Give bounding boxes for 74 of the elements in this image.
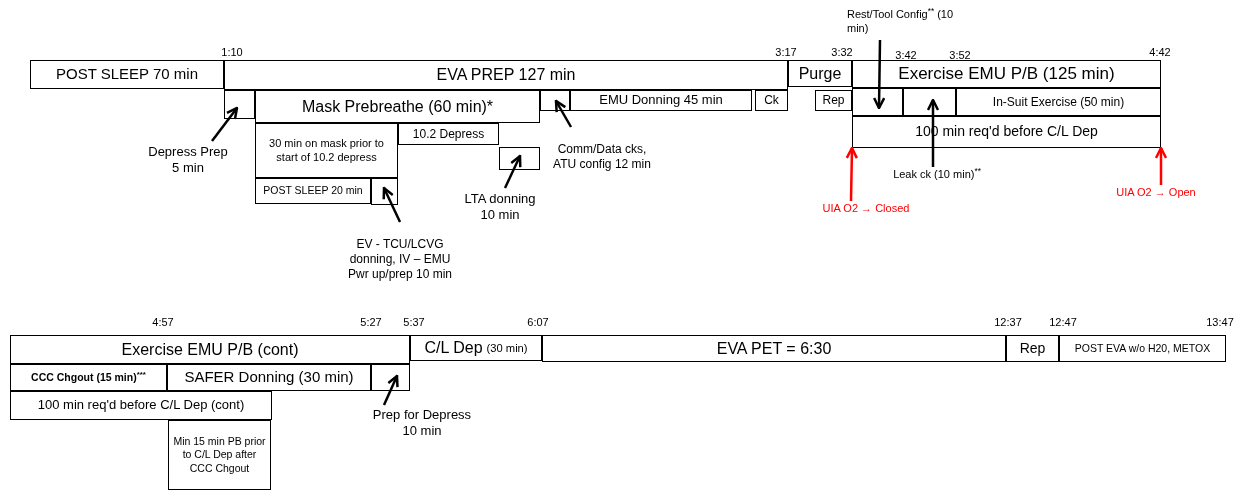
leader-arrow [845, 146, 859, 202]
timeline-bar [852, 60, 1161, 88]
bar-label: 100 min req'd before C/L Dep (cont) [37, 397, 245, 414]
annotation-label: EV - TCU/LCVG donning, IV – EMU Pwr up/prep 10 min [346, 236, 454, 282]
leader-arrow [382, 374, 399, 406]
leader-arrow [503, 154, 522, 189]
time-label: 1:10 [221, 47, 243, 58]
valve-label: UIA O2 → Closed [822, 202, 910, 216]
bar-label: Mask Prebreathe (60 min)* [301, 96, 494, 117]
annotation-label: LTA donning 10 min [463, 190, 537, 224]
timeline-bar [755, 90, 788, 111]
timeline-bar [398, 123, 499, 145]
time-label: 12:37 [994, 317, 1022, 328]
bar-label: 10.2 Depress [412, 126, 485, 142]
timeline-bar [788, 60, 852, 87]
time-label: 5:37 [403, 317, 425, 328]
bar-label: POST SLEEP 70 min [56, 65, 198, 84]
time-label: 3:52 [949, 50, 971, 61]
bar-label: POST EVA w/o H20, METOX [1074, 341, 1211, 356]
bar-label: In-Suit Exercise (50 min) [992, 94, 1125, 110]
timeline-bar [542, 335, 1006, 362]
bar-label: CCC Chgout (15 min)$^{***}$ [31, 370, 146, 385]
timeline-bar [10, 335, 410, 364]
leader-arrow [211, 106, 239, 142]
timeline-bar [410, 335, 542, 361]
bar-label: Rep [822, 93, 845, 108]
leader-arrow [872, 40, 886, 110]
time-label: 12:47 [1049, 317, 1077, 328]
timeline-bar [224, 60, 788, 90]
timeline-bar [852, 116, 1161, 148]
annotation-label: Leak ck (10 min)$^{**}$ [893, 168, 981, 182]
timeline-bar [815, 90, 852, 111]
timeline-bar [255, 90, 540, 123]
bar-label: 30 min on mask prior to start of 10.2 depress [268, 136, 385, 165]
annotation-label: Comm/Data cks, ATU config 12 min [552, 142, 652, 172]
time-label: 5:27 [360, 317, 382, 328]
bar-label: Exercise EMU P/B (125 min) [898, 63, 1115, 85]
bar-label: EVA PREP 127 min [436, 65, 576, 85]
time-label: 13:47 [1206, 317, 1234, 328]
empty-bar [224, 90, 255, 119]
timeline-bar [10, 364, 167, 391]
bar-label: Ck [764, 93, 779, 108]
timeline-bar [30, 60, 224, 89]
timeline-bar [1059, 335, 1226, 362]
annotation-label: Rest/Tool Config$^{**}$ (10 min) [847, 8, 955, 36]
empty-bar [499, 147, 540, 170]
bar-label: Purge [798, 63, 842, 84]
time-label: 4:42 [1149, 47, 1171, 58]
bar-label: EVA PET = 6:30 [716, 338, 832, 359]
annotation-label: Prep for Depress 10 min [372, 406, 472, 440]
bar-label: Min 15 min PB prior to C/L Dep after CCC Chgout [172, 435, 267, 475]
timeline-bar [1006, 335, 1059, 362]
timeline-bar [168, 420, 271, 490]
bar-label: Exercise EMU P/B (cont) [121, 339, 299, 360]
timeline-bar [10, 391, 272, 420]
time-label: 3:32 [831, 47, 853, 58]
time-label: 3:17 [775, 47, 797, 58]
bar-label: EMU Donning 45 min [599, 92, 723, 109]
time-label: 6:07 [527, 317, 549, 328]
time-label: 3:42 [895, 50, 917, 61]
timeline-bar [255, 123, 398, 178]
bar-label: POST SLEEP 20 min [263, 184, 363, 198]
leader-arrow [554, 99, 573, 128]
timeline-bar [255, 178, 371, 204]
bar-label: (30 min) [486, 341, 528, 355]
annotation-label: Depress Prep 5 min [148, 143, 228, 177]
leader-arrow [1154, 146, 1168, 185]
bar-label: Rep [1019, 339, 1046, 358]
valve-label: UIA O2 → Open [1116, 186, 1196, 200]
bar-label: C/L Dep [424, 338, 483, 358]
timeline-bar [956, 88, 1161, 116]
timeline-bar [570, 90, 752, 111]
bar-label: SAFER Donning (30 min) [184, 368, 354, 387]
timeline-bar [167, 364, 371, 391]
